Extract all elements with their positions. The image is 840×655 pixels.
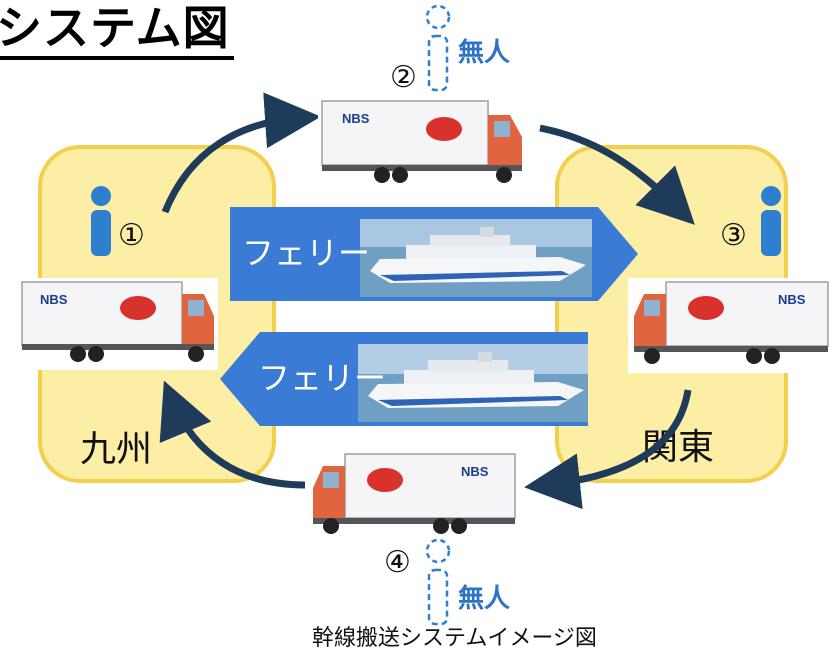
- unmanned-person-icon-4: [425, 538, 451, 626]
- ferry-upper-arrow: [230, 207, 638, 301]
- truck-4: NBS: [305, 450, 520, 542]
- arrow-kanto-to-truck4: [524, 389, 692, 510]
- step-3-number: ③: [720, 218, 747, 253]
- arrow-kyushu-to-truck2: [161, 92, 321, 214]
- svg-text:NBS: NBS: [778, 292, 806, 307]
- driver-person-icon-3: [761, 186, 781, 256]
- ferry-lower-label: フェリー: [258, 359, 387, 397]
- ferry-upper-label: フェリー: [242, 234, 371, 272]
- driver-person-icon-1: [91, 186, 111, 256]
- unmanned-person-icon-2: [425, 4, 451, 92]
- unmanned-label-2: 無人: [458, 38, 511, 68]
- ferry-lower-arrow: [220, 332, 588, 426]
- truck-3: NBS: [628, 278, 833, 373]
- kyushu-label: 九州: [80, 429, 153, 470]
- svg-text:NBS: NBS: [342, 111, 370, 126]
- truck-2: NBS: [318, 97, 528, 192]
- svg-text:NBS: NBS: [461, 464, 489, 479]
- step-2-number: ②: [390, 60, 417, 95]
- truck-1-brand: NBS: [40, 292, 68, 307]
- arrow-truck2-to-kanto: [539, 124, 695, 225]
- page-title: システム図: [0, 0, 234, 60]
- arrow-truck4-to-kyushu: [159, 380, 306, 489]
- step-4-number: ④: [384, 545, 411, 580]
- truck-1: NBS: [18, 278, 218, 370]
- diagram-caption: 幹線搬送システムイメージ図: [312, 626, 597, 651]
- step-1-number: ①: [118, 218, 145, 253]
- unmanned-label-4: 無人: [458, 584, 511, 614]
